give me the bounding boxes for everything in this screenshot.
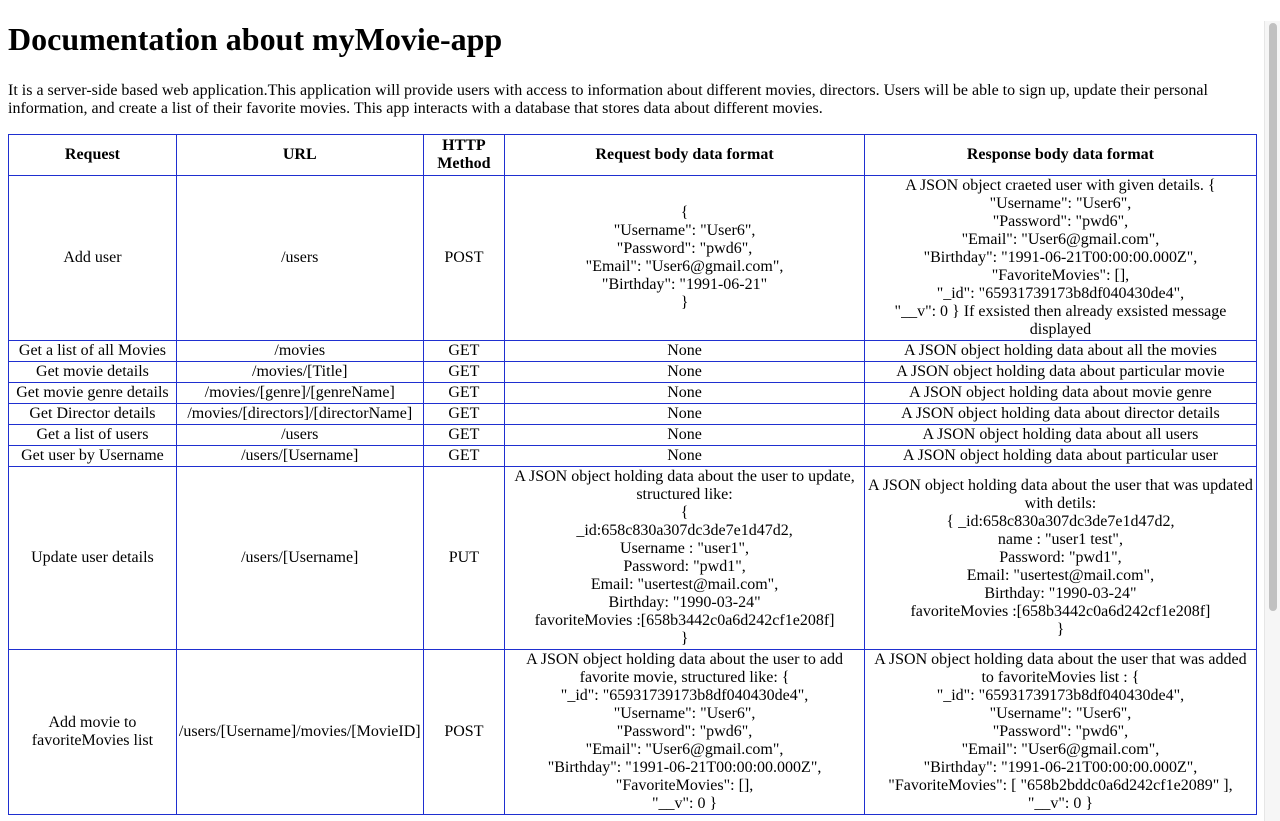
table-row: Get movie details /movies/[Title] GET No… bbox=[8, 361, 1258, 383]
table-row: Add movie to favoriteMovies list /users/… bbox=[8, 649, 1258, 815]
cell-method: GET bbox=[422, 424, 506, 446]
cell-request-body: None bbox=[504, 445, 865, 467]
cell-url: /movies bbox=[175, 340, 424, 362]
cell-method: POST bbox=[422, 175, 506, 341]
cell-response-body: A JSON object holding data about the use… bbox=[863, 649, 1258, 815]
cell-url: /users/[Username] bbox=[175, 466, 424, 650]
cell-request-body: None bbox=[504, 382, 865, 404]
cell-response-body: A JSON object holding data about the use… bbox=[863, 466, 1258, 650]
cell-request: Get user by Username bbox=[8, 445, 177, 467]
cell-request-body: None bbox=[504, 340, 865, 362]
cell-request: Get movie details bbox=[8, 361, 177, 383]
cell-request-body: None bbox=[504, 361, 865, 383]
cell-request-body: None bbox=[504, 403, 865, 425]
cell-response-body: A JSON object holding data about directo… bbox=[863, 403, 1258, 425]
cell-method: GET bbox=[422, 340, 506, 362]
cell-url: /users bbox=[175, 424, 424, 446]
cell-request: Add movie to favoriteMovies list bbox=[8, 649, 177, 815]
cell-request: Get a list of all Movies bbox=[8, 340, 177, 362]
cell-url: /movies/[Title] bbox=[175, 361, 424, 383]
documentation-page: Documentation about myMovie-app It is a … bbox=[0, 21, 1280, 815]
cell-url: /movies/[directors]/[directorName] bbox=[175, 403, 424, 425]
cell-url: /users bbox=[175, 175, 424, 341]
cell-method: GET bbox=[422, 382, 506, 404]
table-row: Get a list of users /users GET None A JS… bbox=[8, 424, 1258, 446]
cell-request: Get a list of users bbox=[8, 424, 177, 446]
cell-method: GET bbox=[422, 445, 506, 467]
cell-method: GET bbox=[422, 361, 506, 383]
table-row: Get user by Username /users/[Username] G… bbox=[8, 445, 1258, 467]
cell-request-body: A JSON object holding data about the use… bbox=[504, 466, 865, 650]
cell-request: Get movie genre details bbox=[8, 382, 177, 404]
table-row: Get Director details /movies/[directors]… bbox=[8, 403, 1258, 425]
cell-request: Update user details bbox=[8, 466, 177, 650]
header-request-body: Request body data format bbox=[504, 134, 865, 176]
cell-request: Get Director details bbox=[8, 403, 177, 425]
scrollbar-thumb[interactable] bbox=[1269, 23, 1277, 611]
cell-response-body: A JSON object holding data about particu… bbox=[863, 361, 1258, 383]
endpoints-table: Request URL HTTP Method Request body dat… bbox=[8, 134, 1258, 815]
table-row: Get a list of all Movies /movies GET Non… bbox=[8, 340, 1258, 362]
cell-method: PUT bbox=[422, 466, 506, 650]
cell-request-body: { "Username": "User6", "Password": "pwd6… bbox=[504, 175, 865, 341]
cell-response-body: A JSON object craeted user with given de… bbox=[863, 175, 1258, 341]
table-row: Get movie genre details /movies/[genre]/… bbox=[8, 382, 1258, 404]
cell-request-body: A JSON object holding data about the use… bbox=[504, 649, 865, 815]
intro-paragraph: It is a server-side based web applicatio… bbox=[8, 82, 1208, 117]
table-row: Update user details /users/[Username] PU… bbox=[8, 466, 1258, 650]
cell-url: /users/[Username] bbox=[175, 445, 424, 467]
cell-method: GET bbox=[422, 403, 506, 425]
page-title: Documentation about myMovie-app bbox=[8, 21, 503, 57]
header-request: Request bbox=[8, 134, 177, 176]
cell-request-body: None bbox=[504, 424, 865, 446]
cell-request: Add user bbox=[8, 175, 177, 341]
cell-response-body: A JSON object holding data about all the… bbox=[863, 340, 1258, 362]
cell-response-body: A JSON object holding data about movie g… bbox=[863, 382, 1258, 404]
cell-response-body: A JSON object holding data about all use… bbox=[863, 424, 1258, 446]
cell-response-body: A JSON object holding data about particu… bbox=[863, 445, 1258, 467]
table-row: Add user /users POST { "Username": "User… bbox=[8, 175, 1258, 341]
cell-url: /users/[Username]/movies/[MovieID] bbox=[175, 649, 424, 815]
cell-method: POST bbox=[422, 649, 506, 815]
table-header-row: Request URL HTTP Method Request body dat… bbox=[8, 134, 1258, 176]
cell-url: /movies/[genre]/[genreName] bbox=[175, 382, 424, 404]
vertical-scrollbar[interactable] bbox=[1264, 21, 1280, 821]
header-response-body: Response body data format bbox=[863, 134, 1258, 176]
header-url: URL bbox=[175, 134, 424, 176]
header-http-method: HTTP Method bbox=[422, 134, 506, 176]
